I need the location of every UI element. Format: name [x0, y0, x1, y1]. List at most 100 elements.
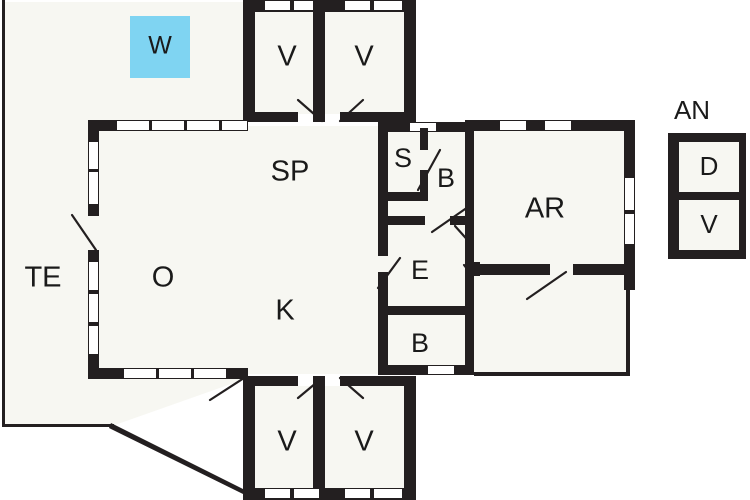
window-bottom-b	[294, 489, 319, 498]
door-swing-terrace-entry	[70, 213, 98, 252]
room-label-s: S	[394, 143, 412, 173]
window-ar-top-a	[500, 121, 526, 130]
window-main-bottom-c	[194, 369, 226, 378]
window-main-left-e	[89, 326, 98, 354]
window-ar-right-b	[625, 214, 634, 244]
room-label-w: W	[148, 32, 172, 60]
annex-room-v-floor	[679, 200, 739, 250]
top-bedroom-left-wall-bottom	[243, 112, 298, 122]
bath-lower-wall-top	[378, 306, 474, 315]
room-label-sp: SP	[271, 156, 310, 188]
annex-block: AN D V	[668, 95, 746, 259]
bottom-bedrooms-wall-right	[404, 376, 416, 500]
ar-wall-bottom-right	[573, 264, 635, 275]
main-house-floor	[96, 126, 386, 374]
top-bedrooms-wall-left	[243, 0, 255, 120]
window-main-top-d	[222, 121, 247, 130]
wet-block-floor	[383, 128, 473, 374]
main-house-block: SP O K	[70, 120, 386, 402]
room-label-b-lower: B	[411, 328, 429, 358]
door-swing-ar	[525, 270, 568, 301]
terrace-wall-diagonal	[109, 423, 243, 494]
bottom-bedrooms-divider	[313, 376, 325, 500]
room-label-b-upper: B	[437, 163, 455, 193]
wet-block-wall-left	[378, 122, 388, 252]
bottom-bedroom-left-wall-top	[243, 376, 298, 386]
bath-lower-wall-bottom	[378, 365, 474, 375]
bottom-bedrooms-floor	[248, 386, 408, 498]
door-swing-main-bottom	[208, 376, 246, 402]
annex-room-d-floor	[679, 142, 739, 192]
shower-wall-right-lower	[420, 170, 428, 197]
door-swing-shower	[416, 148, 442, 192]
bottom-bedroom-right-wall-top	[340, 376, 416, 386]
bath-lower-wall-left	[378, 306, 388, 374]
ar-wall-bottom-jamb	[468, 262, 480, 276]
room-label-te: TE	[24, 262, 61, 294]
window-bath-lower	[428, 366, 454, 374]
window-top-d	[374, 1, 402, 10]
window-top-c	[345, 1, 370, 10]
window-bottom-c	[345, 489, 370, 498]
window-main-left-b	[89, 172, 98, 204]
door-swing-v-top-right	[338, 98, 365, 123]
top-bedrooms-wall-right	[404, 0, 416, 122]
window-main-left-a	[89, 142, 98, 169]
entrance-wall-left-lower	[378, 272, 388, 312]
window-main-bottom-a	[124, 369, 156, 378]
window-bottom-a	[265, 489, 290, 498]
window-wet-top	[410, 123, 436, 131]
window-ar-top-b	[545, 121, 571, 130]
window-ar-right-a	[625, 178, 634, 210]
bottom-bedrooms-wall-left	[243, 376, 255, 500]
shower-wall-bottom	[380, 192, 428, 201]
window-bottom-d	[374, 489, 402, 498]
annex-title: AN	[674, 95, 710, 125]
window-main-left-d	[89, 294, 98, 322]
window-top-a	[265, 1, 290, 10]
window-main-top-b	[152, 121, 184, 130]
window-main-top-a	[117, 121, 149, 130]
door-swing-v-top-left	[296, 98, 324, 123]
entrance-wall-left-upper	[378, 216, 388, 256]
shower-wall-right-upper	[420, 128, 428, 150]
bath-upper-wall-bottom-right	[450, 216, 474, 225]
terrace-wall-left	[2, 0, 5, 427]
door-swing-bath-upper	[430, 205, 470, 234]
hall-wall-bottom	[474, 372, 630, 376]
room-label-k: K	[275, 295, 295, 327]
top-bedrooms-divider	[313, 0, 325, 122]
room-label-v-bottom-left: V	[277, 426, 297, 458]
hall-wall-right	[626, 274, 630, 376]
annex-room-label-d: D	[700, 151, 719, 181]
bottom-bedrooms-block: V V	[243, 376, 416, 500]
door-swing-v-bottom-right	[338, 376, 365, 400]
terrace-wall-bottom-left	[2, 424, 114, 427]
ar-wall-bottom-left	[470, 264, 550, 275]
room-label-v-bottom-right: V	[354, 426, 374, 458]
window-main-bottom-b	[159, 369, 191, 378]
top-bedroom-right-wall-bottom	[340, 112, 416, 122]
door-swing-entrance-inner	[453, 224, 474, 247]
right-wing-block: AR	[465, 120, 635, 376]
room-label-o: O	[152, 262, 175, 294]
top-bedrooms-block: V V	[243, 0, 416, 123]
window-main-top-c	[187, 121, 219, 130]
room-label-v-top-right: V	[354, 41, 374, 73]
bath-lower-wall-right	[465, 306, 474, 374]
room-label-e: E	[411, 255, 429, 285]
window-top-b	[294, 1, 319, 10]
window-main-left-c	[89, 262, 98, 290]
centre-wet-block: S B E B	[376, 122, 484, 375]
whirlpool-highlight-box[interactable]	[130, 16, 190, 78]
right-wing-floor	[474, 128, 626, 374]
top-bedrooms-floor	[248, 4, 408, 114]
door-swing-entrance-outer	[376, 256, 402, 290]
door-swing-v-bottom-left	[296, 376, 324, 400]
wet-block-wall-right	[465, 122, 474, 247]
bath-upper-wall-bottom-left	[380, 216, 425, 225]
annex-room-label-v: V	[700, 209, 718, 239]
room-label-v-top-left: V	[277, 41, 297, 73]
